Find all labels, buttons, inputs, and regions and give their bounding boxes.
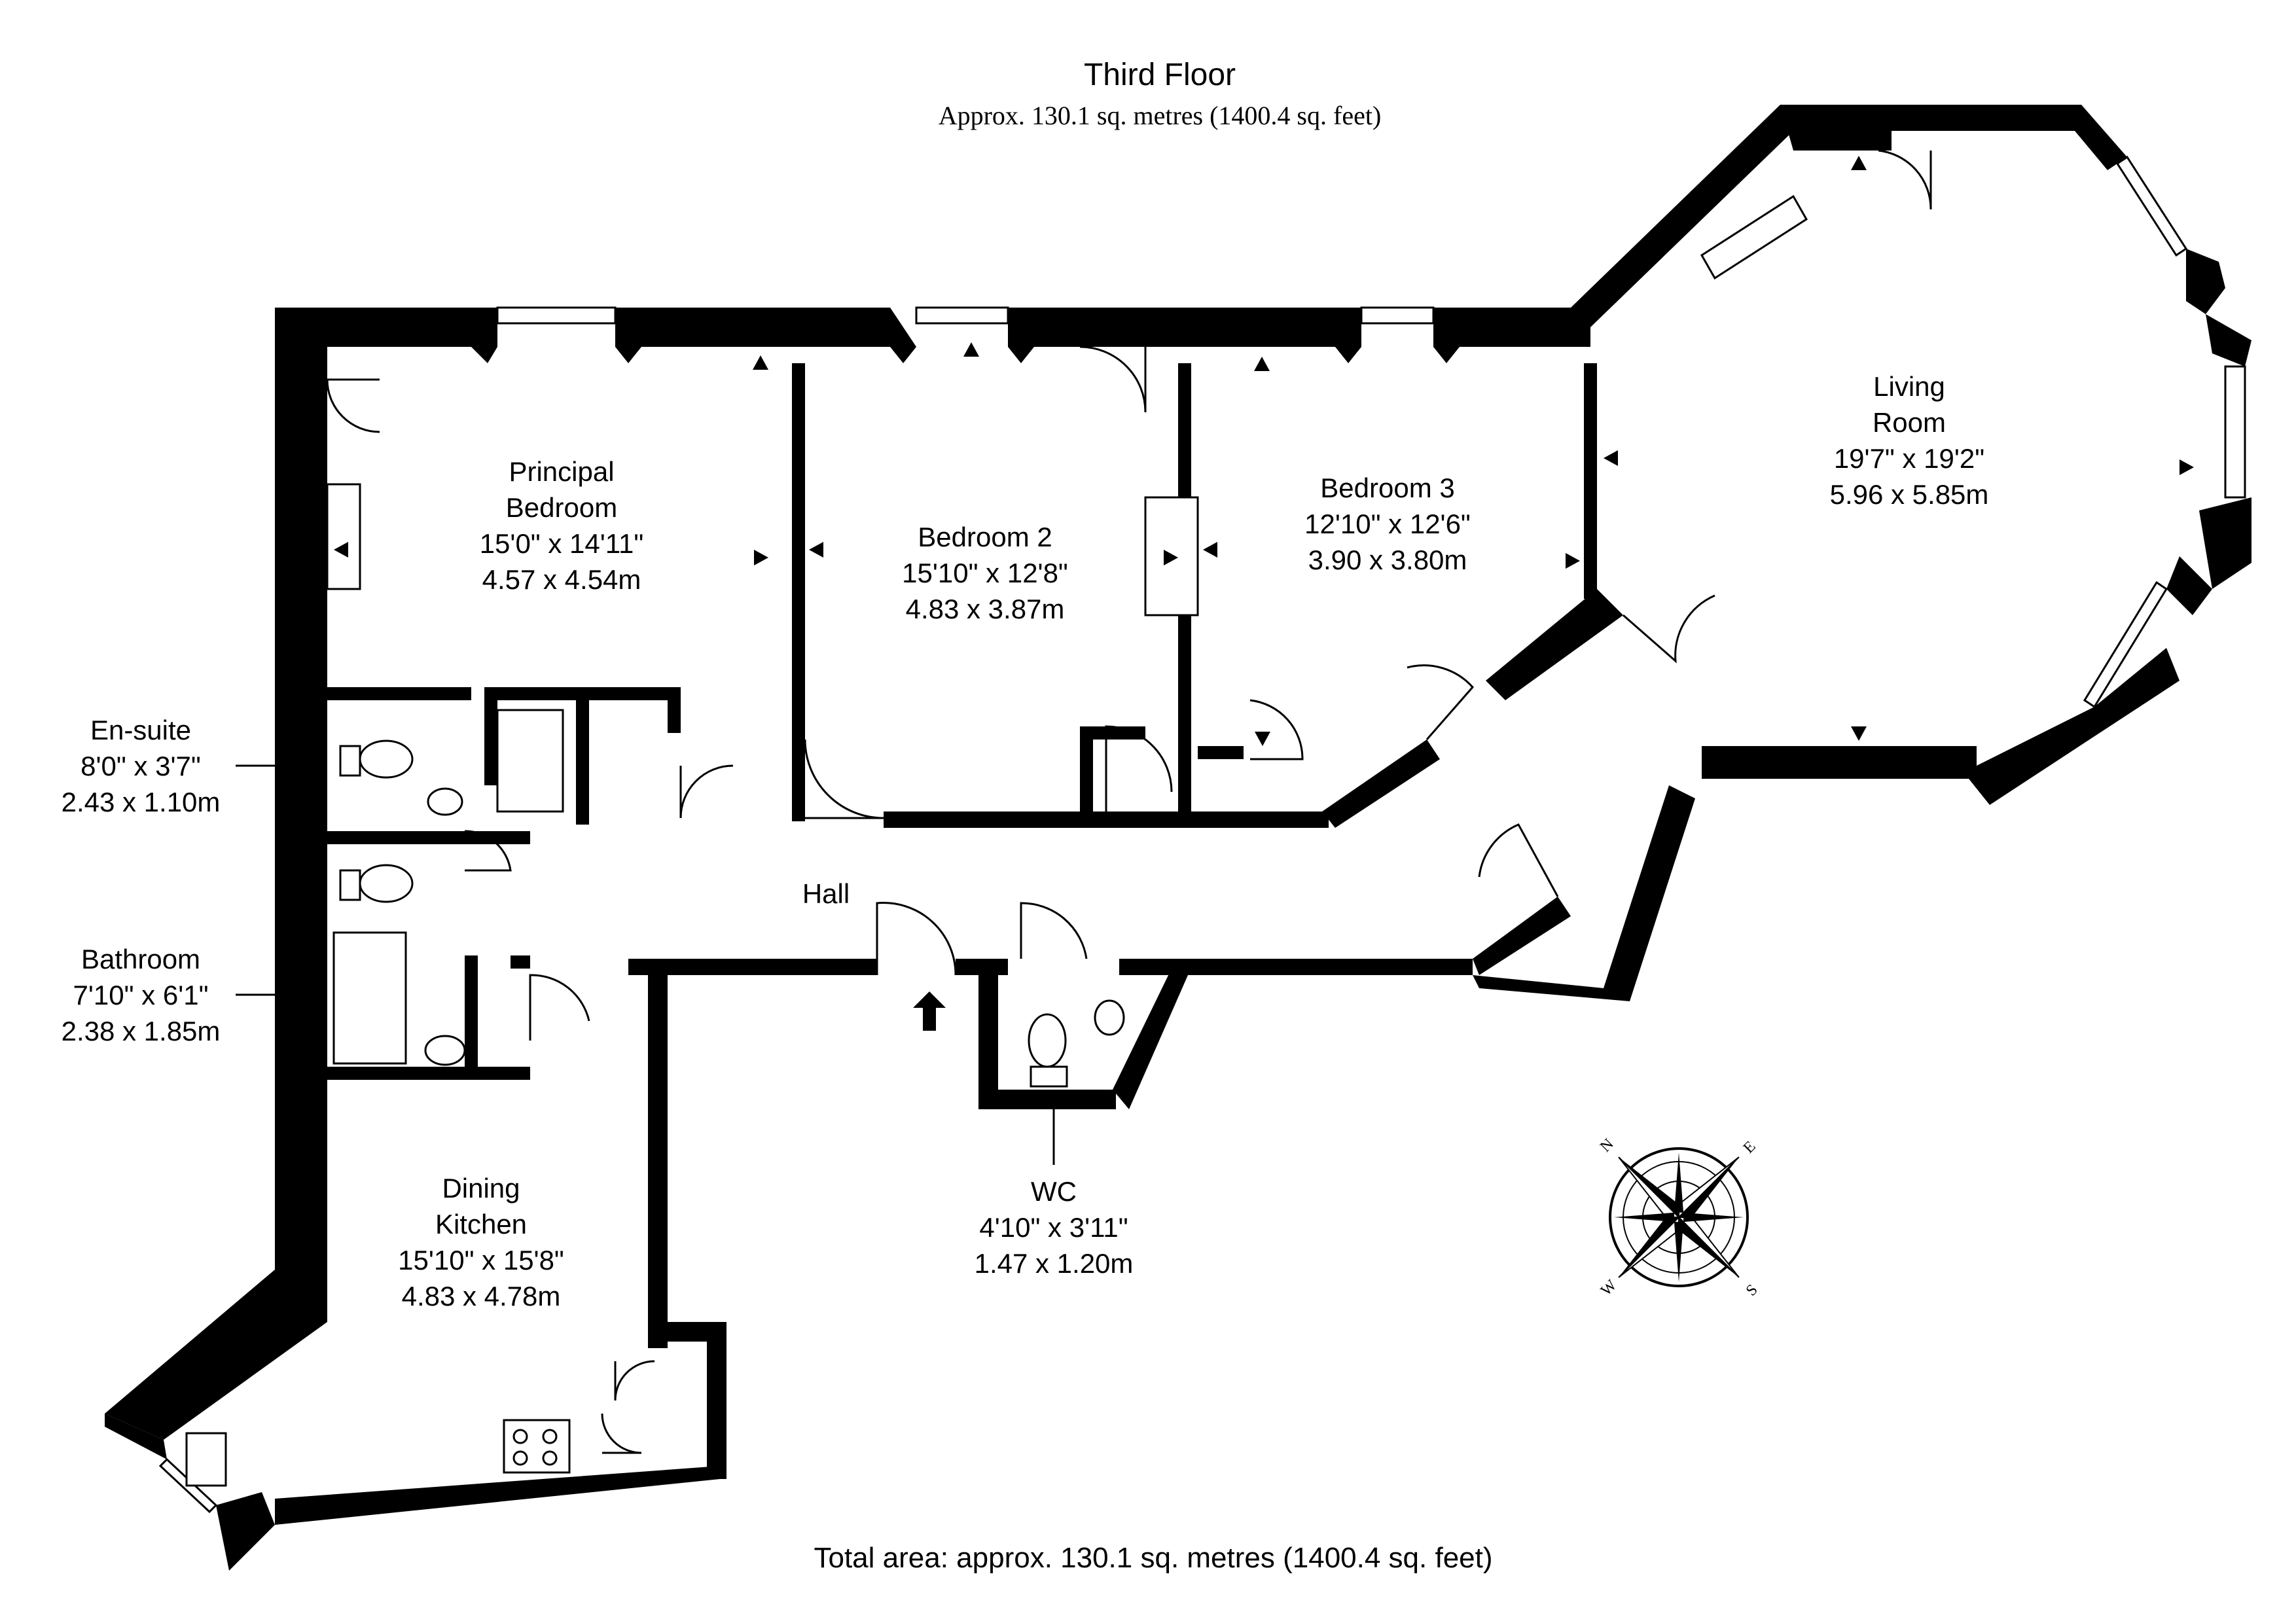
room-hall: Hall — [802, 878, 850, 909]
room-name: Dining — [442, 1173, 520, 1204]
room-dimensions-imperial: 8'0" x 3'7" — [81, 751, 201, 781]
plan-subtitle: Approx. 130.1 sq. metres (1400.4 sq. fee… — [939, 101, 1382, 130]
compass-west: W — [1598, 1277, 1621, 1300]
compass-south: S — [1743, 1281, 1761, 1300]
room-name: Bedroom — [506, 492, 617, 523]
dimension-arrows — [334, 156, 2194, 826]
room-bedroom-3: Bedroom 3 12'10" x 12'6" 3.90 x 3.80m — [1304, 473, 1471, 575]
room-dimensions-imperial: 19'7" x 19'2" — [1834, 443, 1984, 474]
room-dimensions-metric: 2.38 x 1.85m — [62, 1016, 221, 1046]
room-dimensions-imperial: 12'10" x 12'6" — [1304, 508, 1471, 539]
room-dimensions-metric: 3.90 x 3.80m — [1308, 544, 1467, 575]
walls — [105, 105, 2251, 1571]
room-dimensions-imperial: 15'10" x 15'8" — [398, 1245, 564, 1275]
room-dining-kitchen: Dining Kitchen 15'10" x 15'8" 4.83 x 4.7… — [398, 1173, 564, 1311]
room-dimensions-imperial: 7'10" x 6'1" — [73, 980, 209, 1010]
room-name: Principal — [509, 456, 614, 487]
compass-north: N — [1597, 1135, 1617, 1156]
room-dimensions-metric: 2.43 x 1.10m — [62, 787, 221, 817]
room-name: Bedroom 3 — [1320, 473, 1454, 503]
room-principal-bedroom: Principal Bedroom 15'0" x 14'11" 4.57 x … — [480, 456, 644, 595]
room-dimensions-metric: 4.83 x 4.78m — [402, 1281, 561, 1311]
compass-rose-icon: N E S W — [1597, 1135, 1761, 1300]
room-name: Bedroom 2 — [918, 522, 1052, 552]
room-bedroom-2: Bedroom 2 15'10" x 12'8" 4.83 x 3.87m — [902, 522, 1068, 624]
room-dimensions-metric: 5.96 x 5.85m — [1830, 479, 1989, 510]
room-en-suite: En-suite 8'0" x 3'7" 2.43 x 1.10m — [62, 715, 327, 817]
room-dimensions-imperial: 15'10" x 12'8" — [902, 558, 1068, 588]
room-name: Room — [1873, 407, 1946, 438]
room-living-room: Living Room 19'7" x 19'2" 5.96 x 5.85m — [1830, 371, 1989, 510]
room-dimensions-metric: 4.83 x 3.87m — [906, 594, 1065, 624]
room-dimensions-imperial: 4'10" x 3'11" — [979, 1212, 1128, 1243]
doors — [326, 149, 1932, 1454]
room-name: Kitchen — [435, 1209, 527, 1240]
plan-title: Third Floor — [1084, 58, 1236, 92]
room-name: WC — [1031, 1176, 1077, 1207]
compass-east: E — [1740, 1138, 1759, 1157]
room-dimensions-metric: 4.57 x 4.54m — [482, 564, 641, 595]
windows — [158, 155, 2246, 1514]
room-wc: WC 4'10" x 3'11" 1.47 x 1.20m — [975, 1109, 1134, 1279]
fixtures — [185, 194, 1808, 1487]
room-name: Living — [1873, 371, 1945, 402]
room-name: En-suite — [90, 715, 191, 745]
room-name: Bathroom — [81, 944, 200, 974]
room-dimensions-metric: 1.47 x 1.20m — [975, 1248, 1134, 1279]
total-area: Total area: approx. 130.1 sq. metres (14… — [814, 1542, 1492, 1574]
room-dimensions-imperial: 15'0" x 14'11" — [480, 528, 644, 559]
room-bathroom: Bathroom 7'10" x 6'1" 2.38 x 1.85m — [62, 944, 327, 1046]
room-name: Hall — [802, 878, 850, 909]
